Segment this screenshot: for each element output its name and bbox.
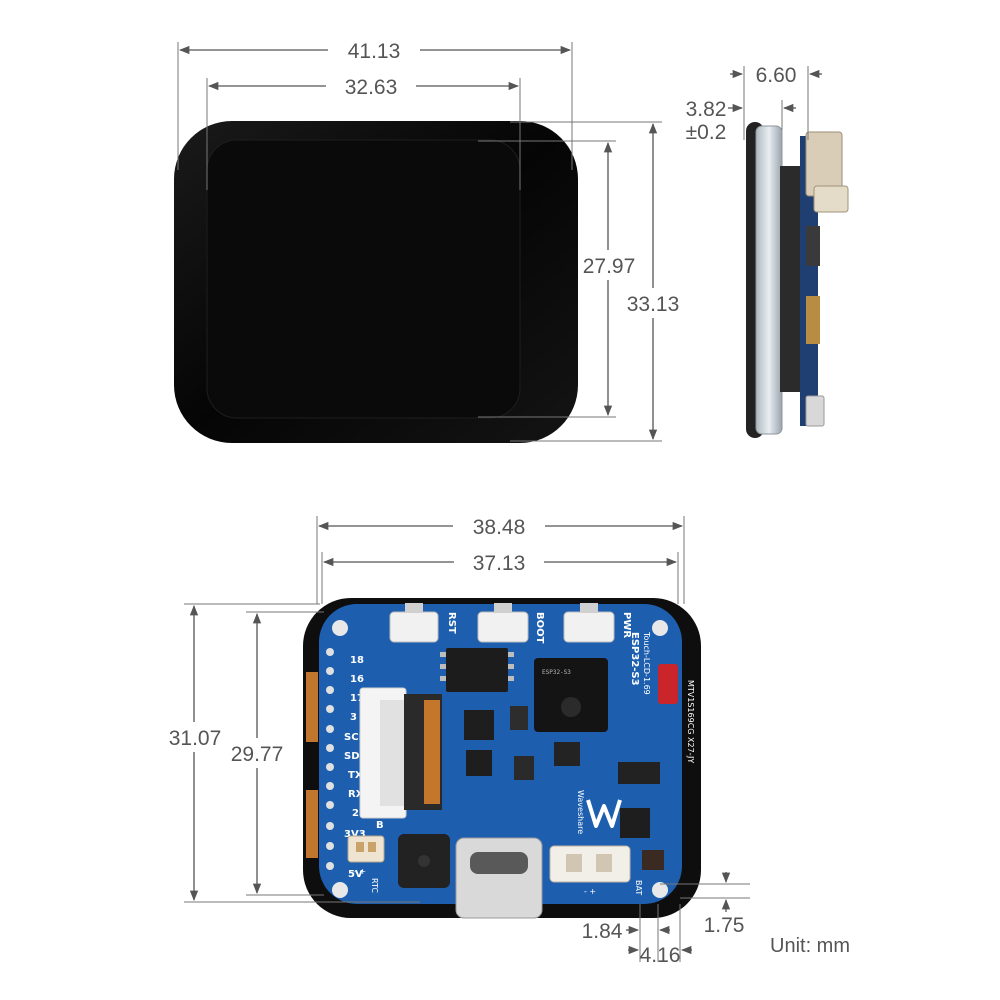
pin-label: 3 bbox=[350, 712, 357, 723]
side-usb-port bbox=[813, 185, 849, 213]
dim-back-pcb-width: 37.13 bbox=[473, 552, 526, 575]
rtc-polarity: - + bbox=[354, 867, 366, 876]
ic-component bbox=[464, 710, 494, 740]
pin-label: 18 bbox=[350, 655, 364, 666]
side-component bbox=[806, 226, 820, 266]
fpc-connector[interactable] bbox=[359, 687, 442, 819]
board-side-code: MTV1S169CG X27-JY bbox=[686, 680, 695, 763]
esp32-chip bbox=[534, 658, 608, 732]
pin-label: SCL bbox=[344, 732, 366, 743]
ic-component bbox=[514, 756, 534, 780]
battery-ic bbox=[658, 664, 678, 704]
pin-header bbox=[326, 648, 334, 870]
bat-polarity: - + bbox=[584, 887, 596, 896]
bat-label: BAT bbox=[634, 880, 643, 895]
dim-side-glass-thickness: 3.82 bbox=[686, 98, 727, 121]
mounting-hole bbox=[652, 882, 668, 898]
rtc-connector[interactable] bbox=[347, 835, 385, 863]
side-connector-bottom bbox=[805, 395, 825, 427]
back-view: RST BOOT PWR 18 16 17 3 SCL SDA TX RX 2 … bbox=[164, 512, 850, 967]
dim-front-total-height: 33.13 bbox=[627, 293, 680, 316]
board-title-line1: ESP32-S3 bbox=[629, 632, 640, 686]
display-active-area bbox=[206, 139, 521, 419]
pin-label: 3V3 bbox=[344, 829, 366, 840]
dim-front-screen-width: 32.63 bbox=[345, 76, 398, 99]
side-component bbox=[806, 296, 820, 344]
button-pwr[interactable] bbox=[563, 603, 615, 643]
battery-connector[interactable] bbox=[549, 845, 631, 883]
dim-back-offset-bottom: 4.16 bbox=[640, 944, 681, 967]
ic-component bbox=[510, 706, 528, 730]
dim-back-pcb-height: 29.77 bbox=[231, 743, 284, 766]
tact-component bbox=[642, 850, 664, 870]
usb-c-port[interactable] bbox=[455, 837, 543, 919]
ic-component bbox=[618, 762, 660, 784]
pin-label: TX bbox=[348, 770, 363, 781]
dim-back-offset-left: 1.84 bbox=[582, 920, 623, 943]
ic-component bbox=[620, 808, 650, 838]
rtc-label: RTC bbox=[370, 878, 379, 893]
fpc-label: B bbox=[376, 820, 384, 831]
mounting-hole bbox=[332, 882, 348, 898]
dim-front-total-width: 41.13 bbox=[348, 40, 401, 63]
dim-back-offset-right: 1.75 bbox=[704, 914, 745, 937]
ic-component bbox=[554, 742, 580, 766]
side-view: 6.60 3.82 ±0.2 bbox=[686, 64, 849, 438]
side-foam-layer bbox=[780, 166, 802, 392]
side-glass-layer bbox=[755, 125, 783, 435]
dim-back-total-width: 38.48 bbox=[473, 516, 526, 539]
dim-front-screen-height: 27.97 bbox=[583, 255, 636, 278]
button-rst[interactable] bbox=[389, 603, 439, 643]
dim-side-glass-tolerance: ±0.2 bbox=[686, 121, 727, 144]
label-pwr: PWR bbox=[621, 612, 632, 638]
pin-label: SDA bbox=[344, 751, 368, 762]
board-title-line2: Touch-LCD-1.69 bbox=[642, 631, 651, 695]
flex-strip bbox=[306, 790, 318, 858]
ic-component bbox=[466, 750, 492, 776]
pin-label: 5V bbox=[348, 869, 363, 880]
waveshare-logo bbox=[586, 799, 622, 828]
pin-label: 2 bbox=[352, 808, 359, 819]
label-boot: BOOT bbox=[534, 612, 545, 644]
flex-strip bbox=[306, 672, 318, 742]
dim-side-total-thickness: 6.60 bbox=[756, 64, 797, 87]
mounting-hole bbox=[652, 620, 668, 636]
brand-label: Waveshare bbox=[576, 790, 585, 834]
dim-back-total-height: 31.07 bbox=[169, 727, 222, 750]
esp32-chip-text: ESP32-S3 bbox=[542, 669, 571, 676]
pin-label: 17 bbox=[350, 693, 364, 704]
button-boot[interactable] bbox=[477, 603, 529, 643]
front-view: 41.13 32.63 27.97 33.13 bbox=[174, 36, 684, 443]
flash-chip bbox=[440, 648, 514, 692]
unit-label: Unit: mm bbox=[770, 935, 850, 957]
label-rst: RST bbox=[446, 612, 457, 634]
pin-label: RX bbox=[348, 789, 364, 800]
mounting-hole bbox=[332, 620, 348, 636]
pin-label: 16 bbox=[350, 674, 364, 685]
